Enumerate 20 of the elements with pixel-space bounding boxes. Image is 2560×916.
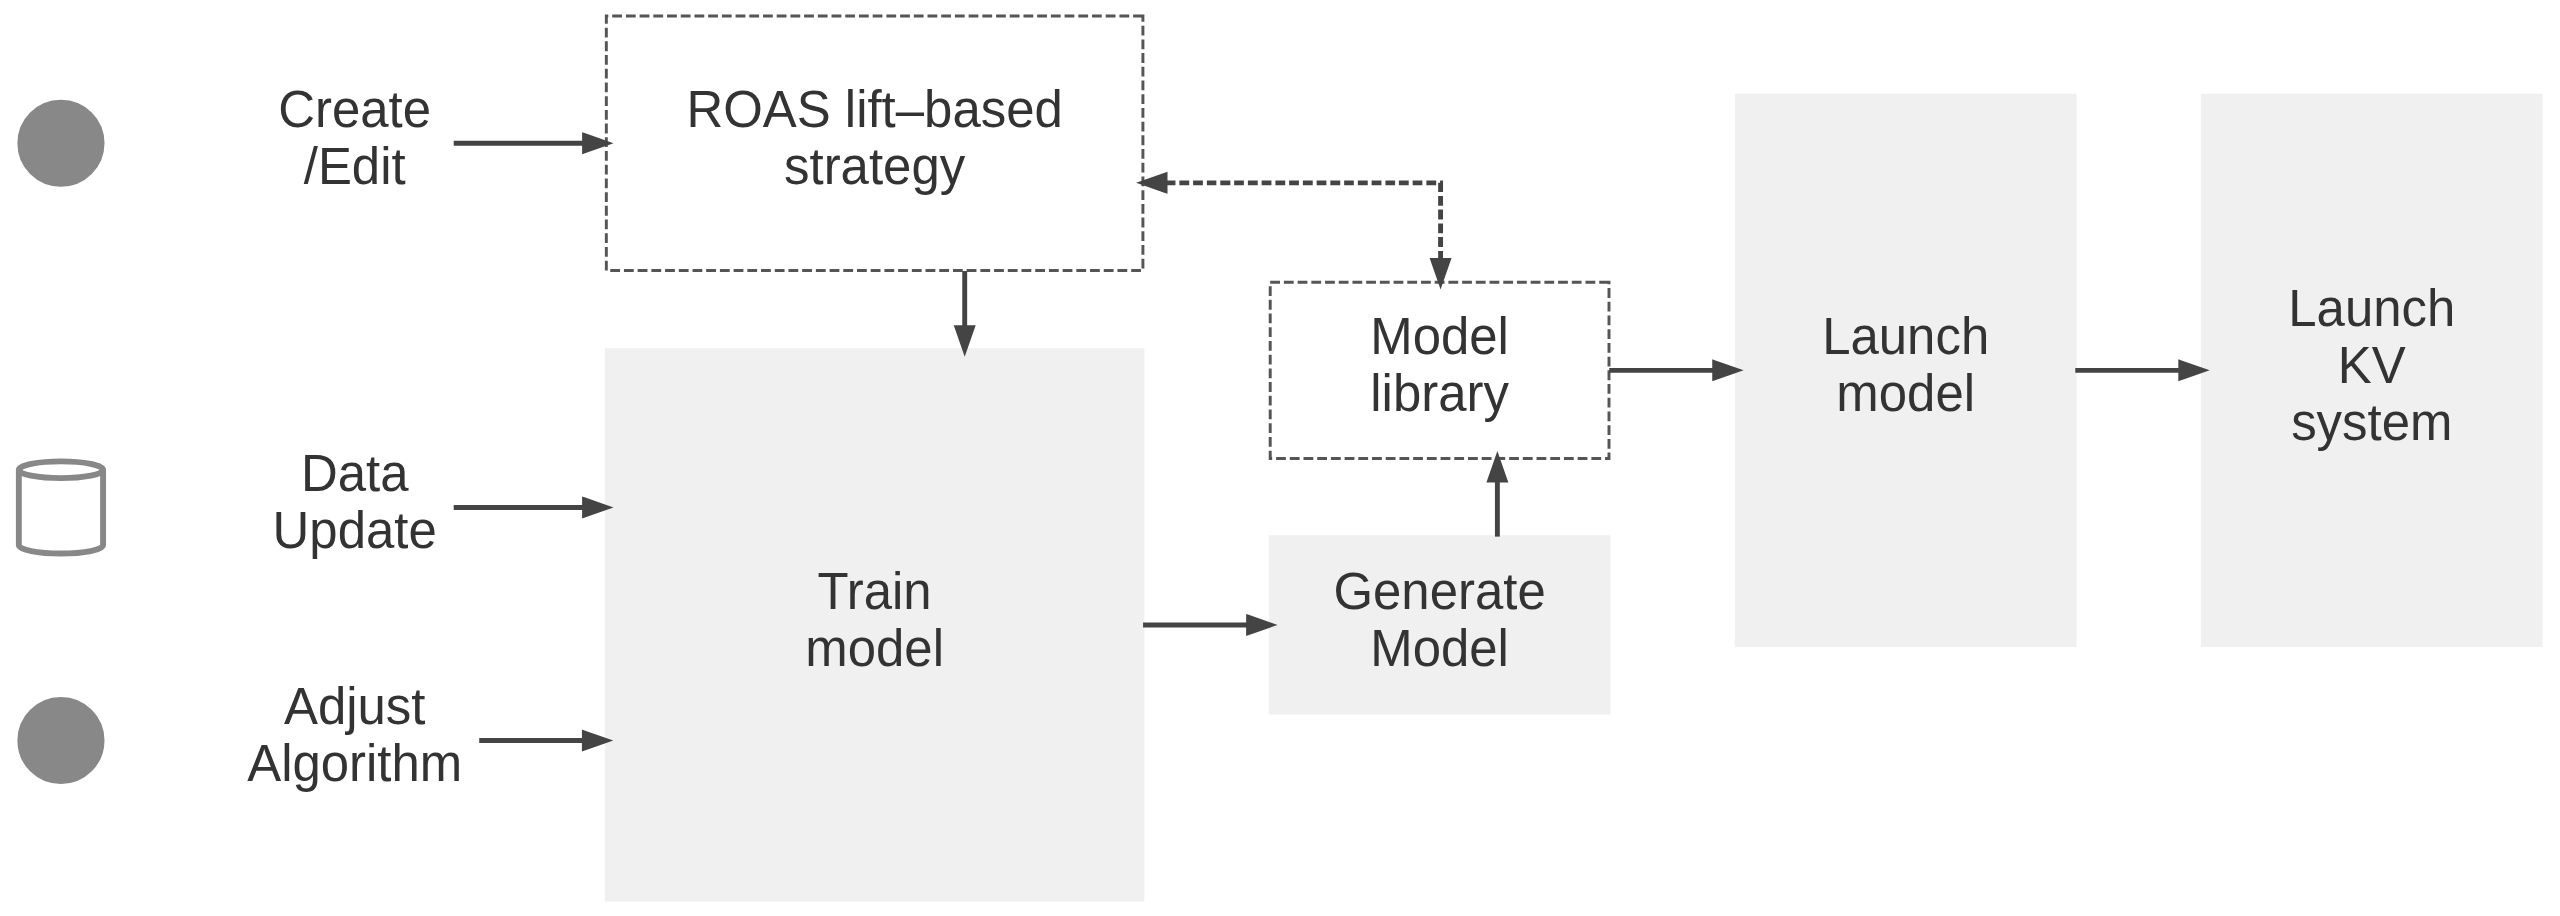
- arrow: [479, 729, 614, 752]
- node-person: [17, 99, 105, 187]
- node-box: Train model: [604, 348, 1145, 902]
- arrow: [453, 496, 614, 519]
- node-box: Generate Model: [1268, 535, 1611, 715]
- node-box: Launch model: [1734, 93, 2077, 647]
- arrow: [2075, 359, 2210, 382]
- node-text: Data Update: [272, 445, 437, 560]
- node-text: Create /Edit: [278, 81, 432, 195]
- node-text: Adjust Algorithm: [247, 678, 463, 793]
- arrow: [1609, 359, 1744, 382]
- arrow: [953, 271, 976, 357]
- node-box: Launch KV system: [2200, 93, 2543, 647]
- node-box: ROAS lift–based strategy: [604, 14, 1145, 272]
- arrow: [1143, 613, 1278, 636]
- arrow: [1136, 171, 1452, 290]
- node-person: [17, 696, 105, 785]
- node-box: Model library: [1268, 280, 1611, 460]
- arrow: [453, 132, 614, 155]
- arrow: [1486, 451, 1509, 537]
